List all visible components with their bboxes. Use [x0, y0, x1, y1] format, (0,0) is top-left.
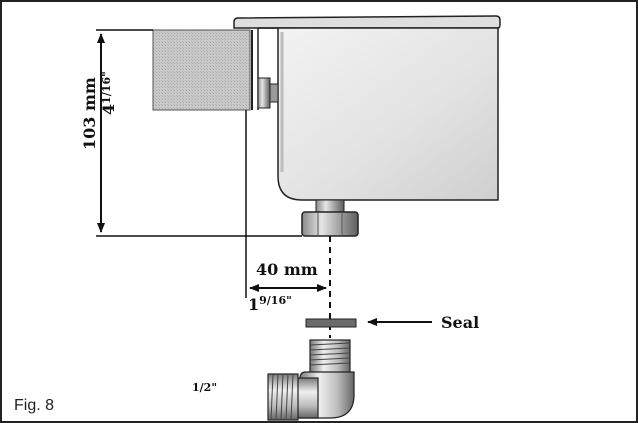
- drain-nut: [301, 211, 359, 237]
- offset-in-label: 19/16": [248, 294, 292, 314]
- elbow-size-label: 1/2": [192, 381, 217, 394]
- seal-label: Seal: [441, 313, 479, 332]
- elbow-fitting: [267, 339, 355, 421]
- counter-block: [152, 29, 251, 111]
- tank-body: [258, 27, 499, 201]
- figure-caption: Fig. 8: [14, 397, 54, 414]
- height-mm-label: 103 mm: [80, 77, 99, 150]
- height-in-label: 41/16": [99, 71, 118, 115]
- offset-mm-label: 40 mm: [256, 260, 318, 279]
- tank-rim: [233, 15, 501, 29]
- drain-neck: [315, 199, 345, 213]
- clamp-bolt-head: [269, 83, 279, 103]
- clamp-bolt: [257, 77, 271, 109]
- seal-washer: [305, 318, 357, 328]
